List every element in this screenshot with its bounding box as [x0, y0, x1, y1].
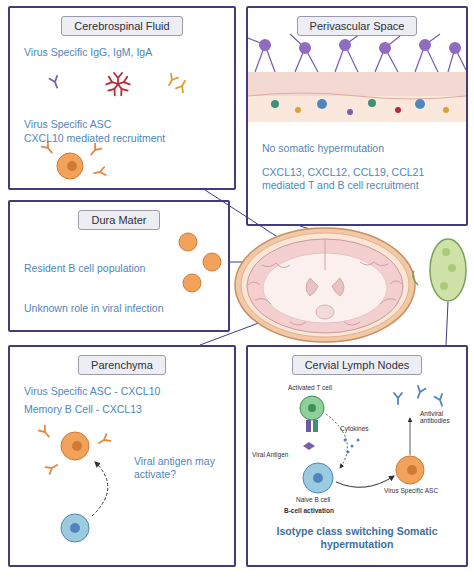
panel-text: CXCL10 mediated recruitment: [24, 132, 224, 145]
panel-text: Isotype class switching Somatic hypermut…: [276, 525, 438, 551]
panel-heading: Cerebrospinal Fluid: [61, 16, 182, 36]
cell-label: Viral Antigen: [252, 451, 296, 458]
panel-text: Memory B Cell - CXCL13: [24, 403, 229, 416]
region-panel: Dura MaterResident B cell populationUnkn…: [8, 200, 230, 332]
panel-heading: Parenchyma: [78, 355, 166, 375]
region-panel: Perivascular Space No somatic hypermutati…: [246, 6, 468, 226]
panel-text: Virus Specific ASC - CXCL10: [24, 385, 229, 398]
cell-label: Antiviral antibodies: [420, 410, 464, 425]
panel-text: Virus Specific ASC: [24, 118, 224, 131]
region-panel: Cerebrospinal FluidVirus Specific IgG, I…: [8, 6, 236, 190]
panel-text: Virus Specific IgG, IgM, IgA: [24, 46, 224, 59]
panel-text: Viral antigen may activate?: [134, 455, 226, 481]
panel-text: Resident B cell population: [24, 262, 174, 275]
panel-text: CXCL13, CXCL12, CCL19, CCL21 mediated T …: [262, 166, 458, 192]
panel-heading: Cervial Lymph Nodes: [292, 355, 423, 375]
region-panel: ParenchymaVirus Specific ASC - CXCL10Mem…: [8, 345, 236, 567]
panel-heading: Dura Mater: [78, 210, 159, 230]
cell-label: Naive B cell: [296, 496, 346, 503]
cell-label: Cytokines: [340, 425, 380, 432]
cell-label: Virus Specific ASC: [384, 487, 444, 494]
cell-label: Activated T cell: [288, 384, 348, 391]
panel-text: Unknown role in viral infection: [24, 302, 224, 315]
panel-heading: Perivascular Space: [297, 16, 418, 36]
cell-label: B-cell activation: [284, 507, 354, 514]
panel-text: No somatic hypermutation: [262, 142, 458, 155]
